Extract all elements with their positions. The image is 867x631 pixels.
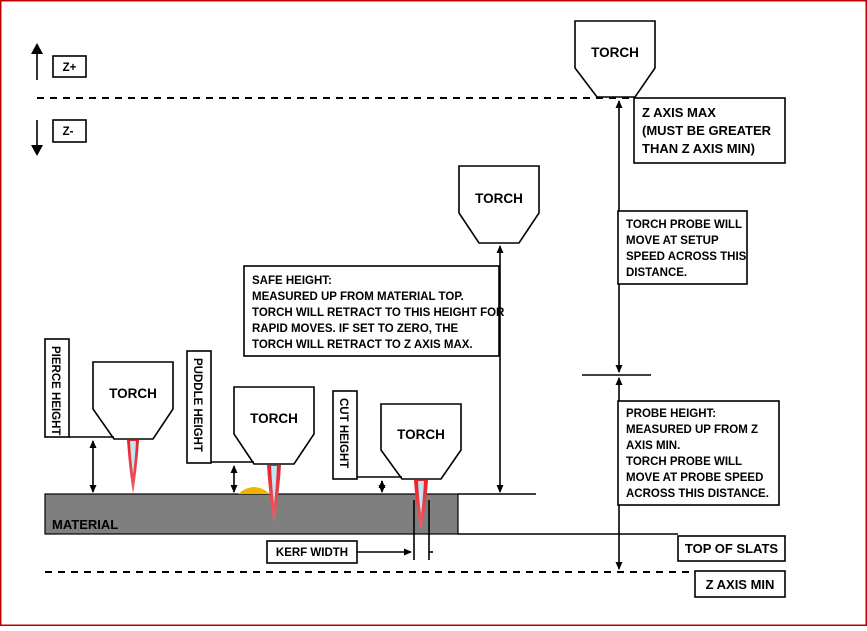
torch-cut-label: TORCH: [397, 427, 445, 442]
torch-safe: TORCH: [458, 165, 540, 244]
puddle-height-label: PUDDLE HEIGHT: [191, 358, 203, 452]
torch-pierce: TORCH: [92, 361, 174, 440]
torch-cut: TORCH: [380, 403, 462, 480]
kerf-width-label: KERF WIDTH: [276, 547, 348, 559]
probe-height-line-1: PROBE HEIGHT:: [626, 408, 716, 420]
z-axis-max-box: [633, 97, 786, 164]
torch-puddle: TORCH: [233, 386, 315, 465]
kerf-width-box: [266, 540, 358, 564]
z-axis-max-line-3: THAN Z AXIS MIN): [642, 141, 755, 156]
probe-height-box: [617, 400, 780, 506]
z-plus-box: [52, 55, 87, 78]
arrow-down-icon: [31, 120, 43, 156]
z-minus-box: [52, 119, 87, 143]
torch-puddle-label: TORCH: [250, 411, 298, 426]
torch-probe-line-1: TORCH PROBE WILL: [626, 219, 742, 231]
safe-height-box: [243, 265, 500, 357]
probe-height-line-2: MEASURED UP FROM Z: [626, 424, 758, 436]
probe-height-line-4: TORCH PROBE WILL: [626, 456, 742, 468]
safe-height-line-5: TORCH WILL RETRACT TO Z AXIS MAX.: [252, 339, 473, 351]
cut-height-box: [332, 390, 358, 480]
flame-pierce: [127, 440, 139, 494]
material-label: MATERIAL: [52, 517, 118, 532]
pierce-height-box: [44, 338, 70, 438]
torch-zmax: TORCH: [574, 20, 656, 98]
torch-probe-line-2: MOVE AT SETUP: [626, 235, 719, 247]
top-of-slats-label: TOP OF SLATS: [685, 541, 779, 556]
probe-height-line-6: ACROSS THIS DISTANCE.: [626, 488, 769, 500]
material-slab: [44, 493, 459, 535]
safe-height-line-2: MEASURED UP FROM MATERIAL TOP.: [252, 291, 464, 303]
flame-cut: [414, 480, 428, 530]
torch-safe-label: TORCH: [475, 191, 523, 206]
puddle-blob: [238, 487, 270, 494]
probe-height-line-3: AXIS MIN.: [626, 440, 680, 452]
torch-zmax-label: TORCH: [591, 45, 639, 60]
z-axis-max-line-1: Z AXIS MAX: [642, 105, 716, 120]
torch-pierce-label: TORCH: [109, 386, 157, 401]
probe-height-line-5: MOVE AT PROBE SPEED: [626, 472, 763, 484]
top-of-slats-box: [677, 535, 786, 562]
safe-height-text: SAFE HEIGHT: MEASURED UP FROM MATERIAL T…: [252, 275, 505, 351]
probe-height-text: PROBE HEIGHT: MEASURED UP FROM Z AXIS MI…: [626, 408, 769, 500]
puddle-height-box: [186, 350, 212, 464]
z-axis-min-box: [694, 570, 786, 598]
torch-probe-box: [617, 210, 748, 285]
z-axis-min-label: Z AXIS MIN: [706, 577, 775, 592]
safe-height-line-1: SAFE HEIGHT:: [252, 275, 332, 287]
torch-probe-line-4: DISTANCE.: [626, 267, 687, 279]
flame-puddle: [267, 465, 281, 522]
z-axis-max-text: Z AXIS MAX (MUST BE GREATER THAN Z AXIS …: [642, 105, 772, 156]
torch-probe-text: TORCH PROBE WILL MOVE AT SETUP SPEED ACR…: [626, 219, 747, 279]
z-plus-label: Z+: [63, 62, 77, 74]
cut-height-label: CUT HEIGHT: [337, 398, 349, 468]
z-axis-max-line-2: (MUST BE GREATER: [642, 123, 772, 138]
arrow-up-icon: [31, 43, 43, 80]
z-minus-label: Z-: [63, 126, 74, 138]
safe-height-line-3: TORCH WILL RETRACT TO THIS HEIGHT FOR: [252, 307, 505, 319]
pierce-height-label: PIERCE HEIGHT: [49, 346, 61, 435]
safe-height-line-4: RAPID MOVES. IF SET TO ZERO, THE: [252, 323, 458, 335]
torch-probe-line-3: SPEED ACROSS THIS: [626, 251, 747, 263]
